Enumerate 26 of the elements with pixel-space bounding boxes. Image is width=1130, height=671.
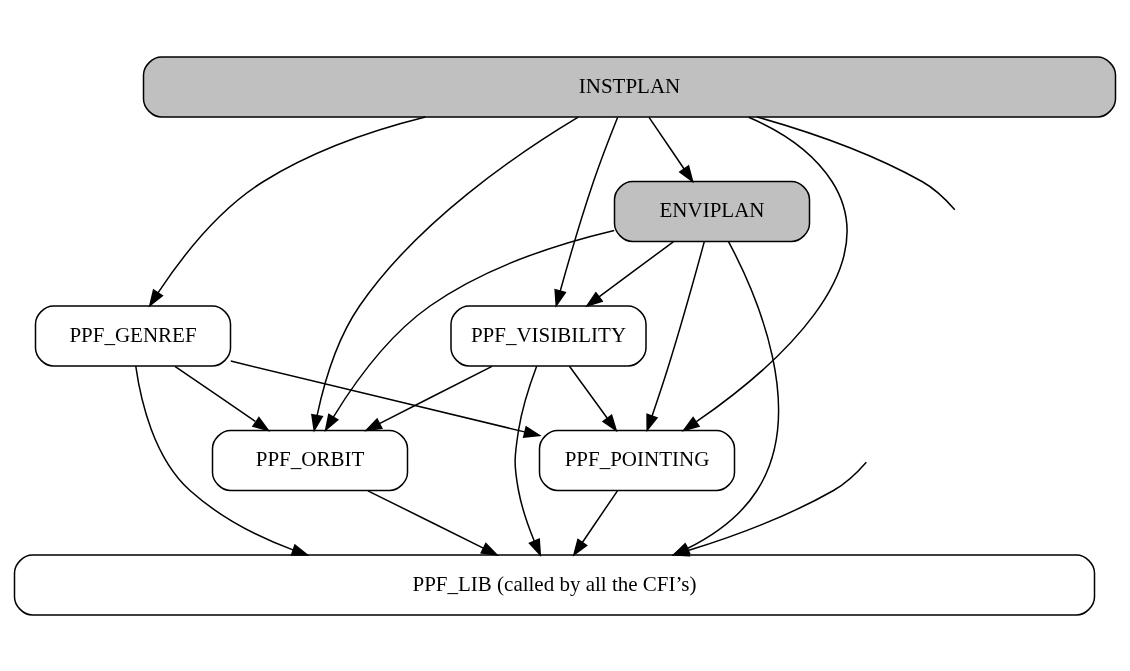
arrow bbox=[311, 115, 579, 433]
arrow bbox=[568, 365, 618, 432]
node-box: PPF_GENREF bbox=[34, 304, 232, 367]
node-box: PPF_POINTING bbox=[538, 429, 736, 491]
arrow bbox=[681, 115, 848, 432]
node-box: PPF_ORBIT bbox=[211, 429, 409, 491]
connector bbox=[756, 115, 956, 211]
arrow bbox=[135, 364, 310, 556]
arrow bbox=[367, 489, 499, 556]
arrow bbox=[671, 460, 868, 556]
arrow bbox=[572, 489, 619, 557]
arrow bbox=[174, 365, 271, 432]
arrow bbox=[148, 115, 427, 307]
arrow bbox=[671, 240, 780, 556]
arrow bbox=[230, 359, 542, 438]
node-box: ENVIPLAN bbox=[613, 180, 811, 242]
arrow bbox=[364, 365, 493, 431]
arrow bbox=[648, 116, 694, 183]
node-box: PPF_LIB (called by all the CFI’s) bbox=[13, 553, 1096, 616]
arrow bbox=[324, 229, 615, 432]
arrow bbox=[554, 115, 619, 308]
arrow bbox=[514, 365, 542, 557]
node-box: PPF_VISIBILITY bbox=[450, 304, 647, 367]
node-box: INSTPLAN bbox=[142, 55, 1117, 118]
arrow bbox=[646, 240, 705, 432]
arrow bbox=[585, 240, 674, 307]
